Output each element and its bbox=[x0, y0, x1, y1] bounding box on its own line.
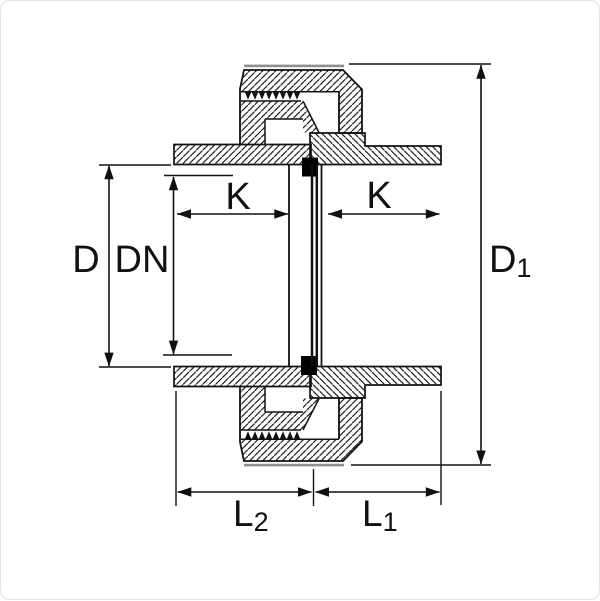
nut-left-leg-bottom bbox=[240, 386, 265, 412]
nut-outline-bottom bbox=[239, 386, 363, 462]
dim-label-l2-sub: 2 bbox=[254, 507, 269, 537]
thread-tooth-top bbox=[287, 92, 293, 100]
arrow-dn-top bbox=[168, 176, 179, 191]
arrow-l2-a bbox=[177, 487, 192, 497]
thread-tooth-top bbox=[252, 92, 258, 100]
arrow-l2-b bbox=[298, 487, 312, 497]
dim-label-d1: D1 bbox=[489, 239, 531, 283]
thread-tooth-bottom bbox=[287, 431, 293, 439]
dim-label-dn: DN bbox=[115, 239, 170, 281]
arrow-d-top bbox=[104, 165, 114, 180]
arrow-dn-bottom bbox=[168, 340, 179, 355]
arrow-l1-b bbox=[425, 487, 440, 497]
dim-label-l2-main: L bbox=[233, 493, 254, 534]
thread-tooth-top bbox=[245, 92, 251, 100]
nut-right-wall-top bbox=[339, 92, 362, 133]
thread-tooth-bottom bbox=[259, 431, 265, 439]
nut-claw-edge-bottom bbox=[302, 398, 320, 431]
nut-right-wall-bottom bbox=[339, 398, 362, 439]
seal-oring-bottom bbox=[301, 356, 317, 375]
thread-tooth-bottom bbox=[280, 431, 286, 439]
thread-tooth-bottom bbox=[245, 431, 251, 439]
shadow-line-top bbox=[244, 64, 344, 68]
dim-label-d: D bbox=[72, 239, 99, 281]
thread-tooth-bottom bbox=[266, 431, 272, 439]
nut-roof-bottom bbox=[240, 439, 362, 461]
arrow-k-left-a bbox=[177, 209, 191, 219]
left-union-flange-top bbox=[173, 143, 312, 166]
thread-tooth-bottom bbox=[273, 431, 279, 439]
nut-body-block-bottom bbox=[240, 412, 303, 430]
dim-label-k-right: K bbox=[366, 175, 391, 217]
thread-tooth-top bbox=[266, 92, 272, 100]
thread-tooth-bottom bbox=[252, 431, 258, 439]
arrow-k-right-b bbox=[425, 209, 440, 219]
dim-label-l1: L1 bbox=[362, 493, 398, 537]
thread-tooth-top bbox=[294, 92, 300, 100]
nut-left-leg-top bbox=[240, 119, 265, 145]
arrow-d-bottom bbox=[104, 352, 114, 367]
dim-label-d1-main: D bbox=[489, 239, 516, 281]
thread-tooth-top bbox=[273, 92, 279, 100]
dimension-labels: D DN K K D1 L2 L1 bbox=[72, 175, 531, 537]
arrow-k-left-b bbox=[274, 209, 289, 219]
left-union-flange-bottom bbox=[173, 365, 312, 388]
arrow-k-right-a bbox=[328, 209, 342, 219]
thread-tooth-bottom bbox=[294, 431, 300, 439]
dim-label-k-left: K bbox=[225, 176, 250, 218]
shadow-line-bottom bbox=[244, 463, 344, 467]
dim-label-l1-sub: 1 bbox=[383, 507, 398, 537]
dim-label-l2: L2 bbox=[233, 493, 269, 537]
thread-tooth-top bbox=[259, 92, 265, 100]
arrow-d1-bottom bbox=[476, 450, 486, 465]
nut-outline-top bbox=[239, 69, 363, 145]
right-union-body-bottom bbox=[309, 365, 442, 399]
dimension-annotations bbox=[99, 63, 491, 506]
arrow-d1-top bbox=[476, 64, 486, 79]
dim-label-l1-main: L bbox=[362, 493, 383, 534]
fitting-geometry bbox=[173, 64, 442, 467]
seal-oring-top bbox=[302, 157, 318, 177]
nut-body-block-top bbox=[240, 101, 303, 119]
right-union-body-top bbox=[309, 132, 442, 166]
dim-label-d1-sub: 1 bbox=[516, 253, 531, 283]
nut-claw-edge-top bbox=[302, 100, 320, 133]
nut-roof-top bbox=[240, 70, 362, 92]
arrow-l1-a bbox=[315, 487, 329, 497]
thread-tooth-top bbox=[280, 92, 286, 100]
